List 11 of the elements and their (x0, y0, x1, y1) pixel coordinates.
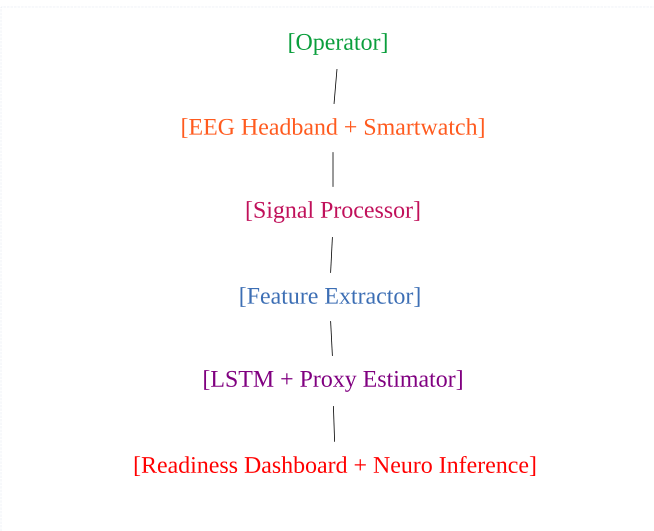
component-label: [Signal Processor] (246, 201, 420, 223)
connector-line (332, 152, 334, 188)
component-label: [EEG Headband + Smartwatch] (182, 118, 484, 138)
component-label: [Feature Extractor] (240, 287, 420, 307)
connector-line (334, 68, 338, 104)
component-label: [Operator] (289, 33, 387, 55)
connector-line (333, 406, 335, 442)
component-label: [Readiness Dashboard + Neuro Inference] (134, 456, 536, 476)
connector-line (330, 236, 333, 274)
connector-line (330, 320, 333, 356)
component-label: [LSTM + Proxy Estimator] (204, 370, 462, 392)
